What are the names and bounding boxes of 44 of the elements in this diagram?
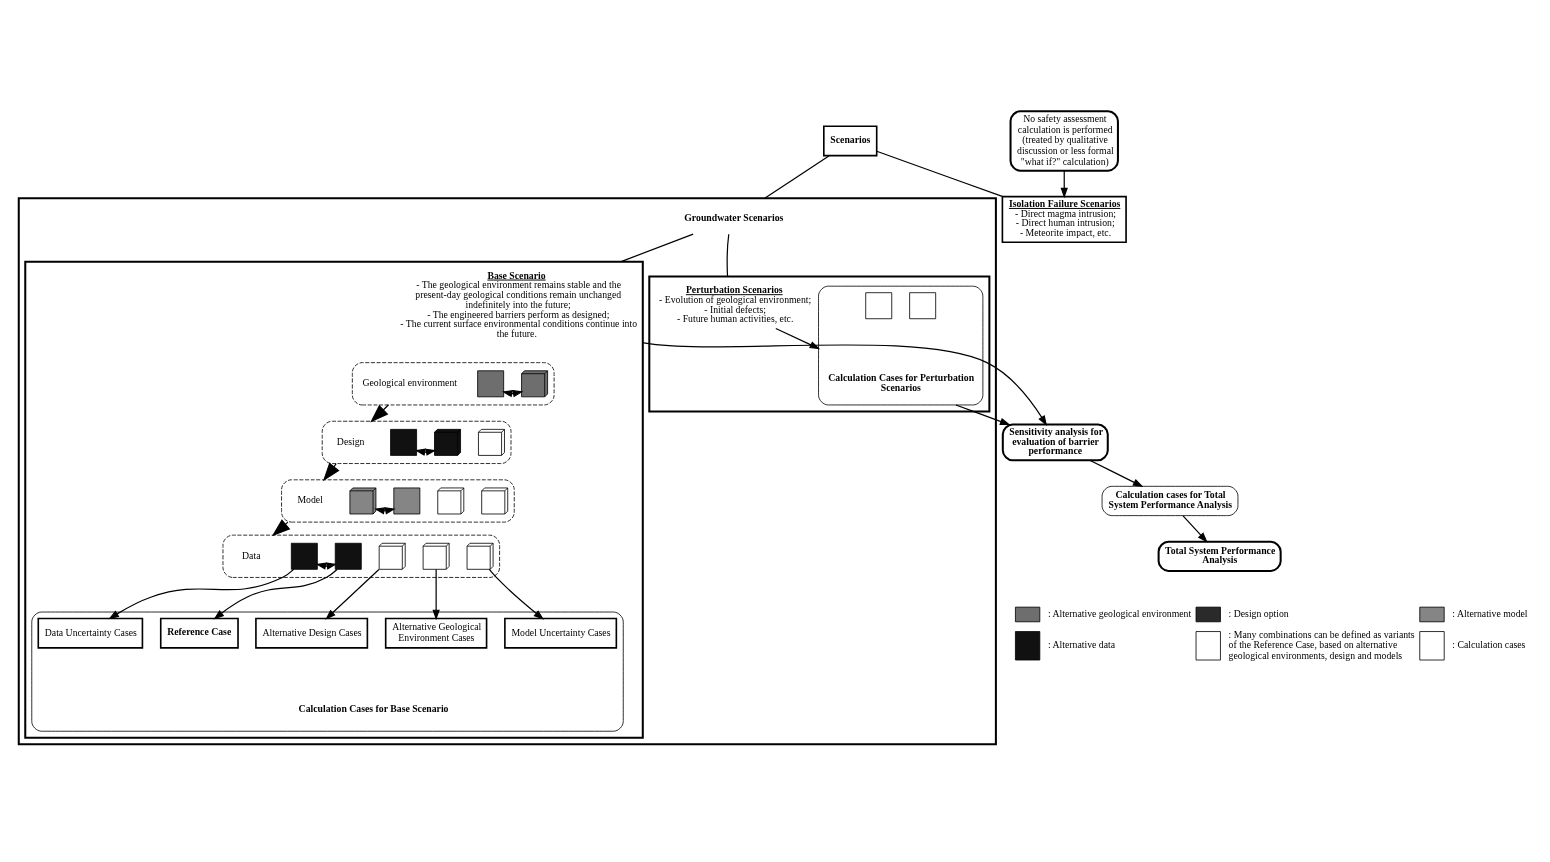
cluster: Calculation Cases for Perturbation Scenarios (818, 285, 984, 406)
legend-label: : Alternative model (1452, 607, 1528, 619)
arrow (414, 448, 437, 456)
node-box: Data Uncertainty Cases (37, 617, 144, 649)
connector (764, 155, 830, 199)
node-box: Reference Case (159, 617, 239, 649)
connector (620, 233, 694, 263)
node-box (909, 292, 937, 320)
arrow (775, 327, 821, 350)
arrow (108, 568, 295, 620)
arrow (432, 568, 440, 621)
node-box (334, 542, 362, 570)
node-box: No safety assessment calculation is performed (treated by qualitative discussion or less formal "what if?" calculation) (1009, 110, 1119, 172)
node-box: Model Uncertainty Cases (504, 617, 618, 649)
arrow (642, 342, 1048, 426)
legend-label: : Many combinations can be defined as variants of the Reference Case, based on alternative geological environments, design and models (1228, 628, 1415, 661)
node-box (477, 370, 505, 398)
arrow (955, 404, 1011, 426)
node-box (865, 292, 893, 320)
legend-label: : Alternative geological environment (1047, 607, 1192, 619)
legend-label: : Design option (1228, 607, 1289, 619)
node-box (290, 542, 318, 570)
legend-label: : Alternative data (1047, 639, 1116, 651)
node-box: Total System Performance Analysis (1157, 540, 1282, 572)
arrow (325, 568, 380, 620)
connector (876, 150, 1004, 198)
node-box (393, 487, 421, 515)
node-box (390, 428, 417, 456)
node-box: Scenarios (823, 125, 878, 157)
cluster: Geological environment (351, 362, 555, 406)
connector (726, 233, 730, 278)
arrow (1089, 459, 1144, 487)
node-box: Calculation cases for Total System Performance Analysis (1101, 485, 1239, 516)
legend-label: : Calculation cases (1452, 639, 1526, 651)
cluster: Data (222, 534, 500, 578)
node-box: Alternative Geological Environment Cases (384, 617, 488, 649)
cluster: Design (321, 420, 512, 464)
node-box: Sensitivity analysis for evaluation of barrier performance (1001, 423, 1109, 462)
cluster: Model (281, 479, 515, 523)
arrow (213, 568, 338, 620)
arrow (488, 568, 545, 620)
arrow (1182, 515, 1208, 543)
node-box: Isolation Failure Scenarios - Direct magma intrusion; - Direct human intrusion; - Meteorite impact, etc. (1001, 195, 1127, 244)
node-box: Alternative Design Cases (255, 617, 369, 649)
